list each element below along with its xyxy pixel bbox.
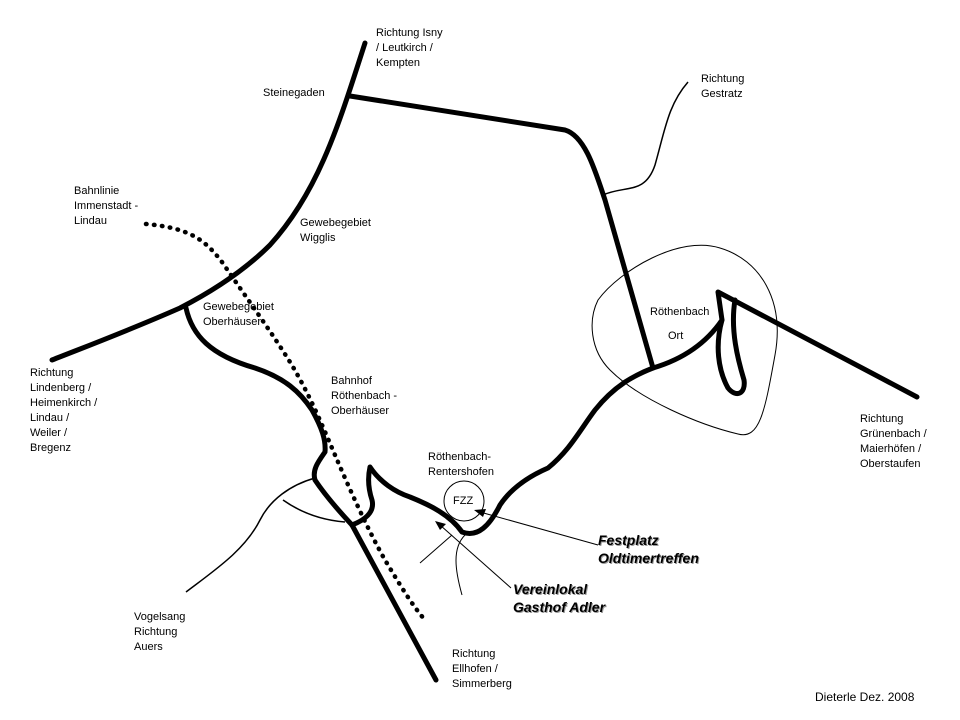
road-oberhaeuser: [183, 305, 355, 528]
label-steinegaden: Steinegaden: [263, 87, 325, 99]
road-rentershofen-loop: [349, 365, 656, 536]
label-roethenbach: Röthenbach: [650, 306, 710, 318]
label-gewerbegebiet-oberhaeuser: Gewebegebiet Oberhäuser: [203, 301, 274, 328]
label-gewerbegebiet-wigglis: Gewebegebiet Wigglis: [300, 217, 371, 244]
label-richtung-gruenenbach: Richtung Grünenbach / Maierhöfen / Obers…: [860, 413, 927, 470]
fzz-circle: [443, 480, 485, 522]
label-vogelsang: Vogelsang Richtung Auers: [134, 611, 186, 653]
label-ort: Ort: [668, 330, 684, 342]
label-richtung-ellhofen: Richtung Ellhofen / Simmerberg: [452, 648, 512, 690]
label-bahnlinie: Bahnlinie Immenstadt - Lindau: [74, 185, 139, 227]
road-gestratz: [602, 81, 689, 196]
label-rentershofen: Röthenbach- Rentershofen: [428, 451, 495, 478]
railway-immenstadt-lindau: [143, 221, 428, 623]
label-richtung-gestratz: Richtung Gestratz: [701, 73, 745, 100]
callout-vereinslokal: Vereinlokal Gasthof Adler: [513, 581, 606, 615]
credit-text: Dieterle Dez. 2008: [815, 690, 915, 704]
vereinslokal-branch-line: [419, 534, 453, 564]
festplatz-arrow: [479, 511, 599, 546]
road-isny: [49, 40, 368, 363]
label-richtung-lindenberg: Richtung Lindenberg / Heimenkirch / Lind…: [30, 367, 98, 454]
road-vogelsang: [185, 477, 316, 593]
town-outline-roethenbach: [591, 244, 778, 436]
road-ort-loop: [715, 297, 747, 397]
label-fzz: FZZ: [453, 495, 474, 507]
road-adler-branch: [455, 534, 466, 596]
vereinslokal-arrowhead: [435, 521, 446, 530]
road-steinegaden-roethenbach: [347, 93, 656, 371]
label-bahnhof: Bahnhof Röthenbach - Oberhäuser: [331, 375, 398, 417]
road-vogelsang-link: [282, 499, 346, 523]
road-ellhofen: [349, 522, 439, 683]
callout-festplatz: Festplatz Oldtimertreffen: [598, 532, 699, 566]
label-richtung-isny: Richtung Isny / Leutkirch / Kempten: [376, 27, 443, 69]
festplatz-arrowhead: [474, 509, 486, 517]
